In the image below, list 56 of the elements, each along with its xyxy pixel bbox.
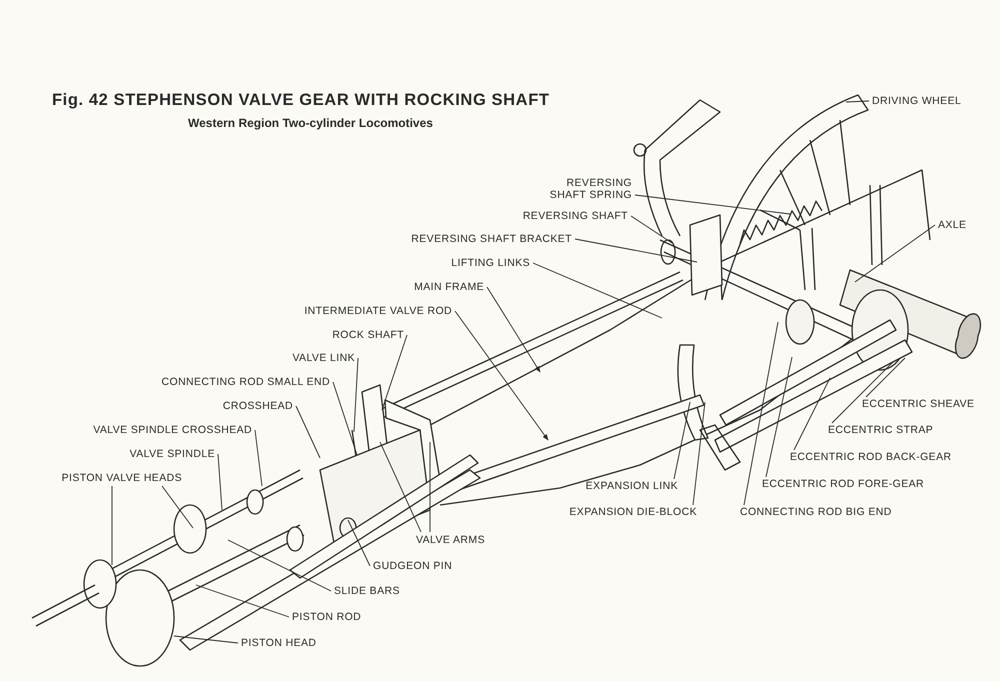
part-label: INTERMEDIATE VALVE ROD: [304, 305, 452, 317]
leader-line: [228, 540, 332, 592]
leader-line: [832, 362, 894, 424]
leader-line: [674, 402, 690, 480]
part-label: LIFTING LINKS: [451, 257, 530, 269]
leader-line: [692, 402, 706, 506]
leader-line: [218, 454, 222, 510]
part-label: EXPANSION LINK: [586, 480, 678, 492]
leader-line: [630, 216, 672, 244]
part-label: GUDGEON PIN: [373, 560, 452, 572]
leader-line: [532, 262, 662, 318]
part-label: CONNECTING ROD SMALL END: [162, 376, 330, 388]
leader-line: [354, 358, 358, 432]
figure-subtitle: Western Region Two-cylinder Locomotives: [188, 116, 433, 130]
part-label: VALVE SPINDLE CROSSHEAD: [93, 424, 252, 436]
part-label: VALVE ARMS: [416, 534, 485, 546]
leader-line: [382, 334, 408, 410]
part-label: PISTON HEAD: [241, 637, 316, 649]
part-label: ECCENTRIC SHEAVE: [862, 398, 974, 410]
part-label: AXLE: [938, 219, 966, 231]
part-label: ROCK SHAFT: [332, 329, 404, 341]
leader-line: [846, 100, 870, 102]
leader-line: [380, 442, 422, 532]
figure-title: Fig. 42 STEPHENSON VALVE GEAR WITH ROCKING SHAFT: [52, 91, 550, 110]
part-label: DRIVING WHEEL: [872, 95, 962, 107]
leader-line: [296, 406, 320, 458]
part-label: VALVE SPINDLE: [130, 448, 215, 460]
leader-line: [162, 486, 194, 528]
leader-line: [794, 378, 830, 450]
part-label: REVERSING SHAFT SPRING: [540, 177, 632, 201]
leader-line: [348, 520, 370, 566]
part-label: REVERSING SHAFT BRACKET: [411, 233, 572, 245]
leader-line: [174, 636, 238, 644]
part-label: ECCENTRIC ROD BACK-GEAR: [790, 451, 952, 463]
leader-line: [854, 224, 936, 282]
leader-line: [574, 238, 698, 262]
part-label: SLIDE BARS: [334, 585, 400, 597]
part-label: VALVE LINK: [292, 352, 355, 364]
leader-line: [454, 310, 548, 440]
part-label: EXPANSION DIE-BLOCK: [569, 506, 697, 518]
part-label: REVERSING SHAFT: [522, 210, 628, 222]
part-label: CONNECTING ROD BIG END: [740, 506, 892, 518]
leader-line: [766, 356, 792, 478]
leader-line: [486, 286, 540, 373]
part-label: PISTON ROD: [292, 611, 362, 623]
part-label: ECCENTRIC ROD FORE-GEAR: [762, 478, 924, 490]
leader-line: [332, 382, 358, 456]
leader-line: [254, 430, 262, 486]
part-label: CROSSHEAD: [222, 400, 293, 412]
leader-line: [744, 322, 778, 506]
part-label: MAIN FRAME: [414, 281, 484, 293]
leader-line: [634, 194, 790, 214]
leader-line: [866, 358, 906, 398]
part-label: PISTON VALVE HEADS: [62, 472, 182, 484]
part-label: ECCENTRIC STRAP: [828, 424, 934, 436]
leader-line: [196, 584, 290, 618]
